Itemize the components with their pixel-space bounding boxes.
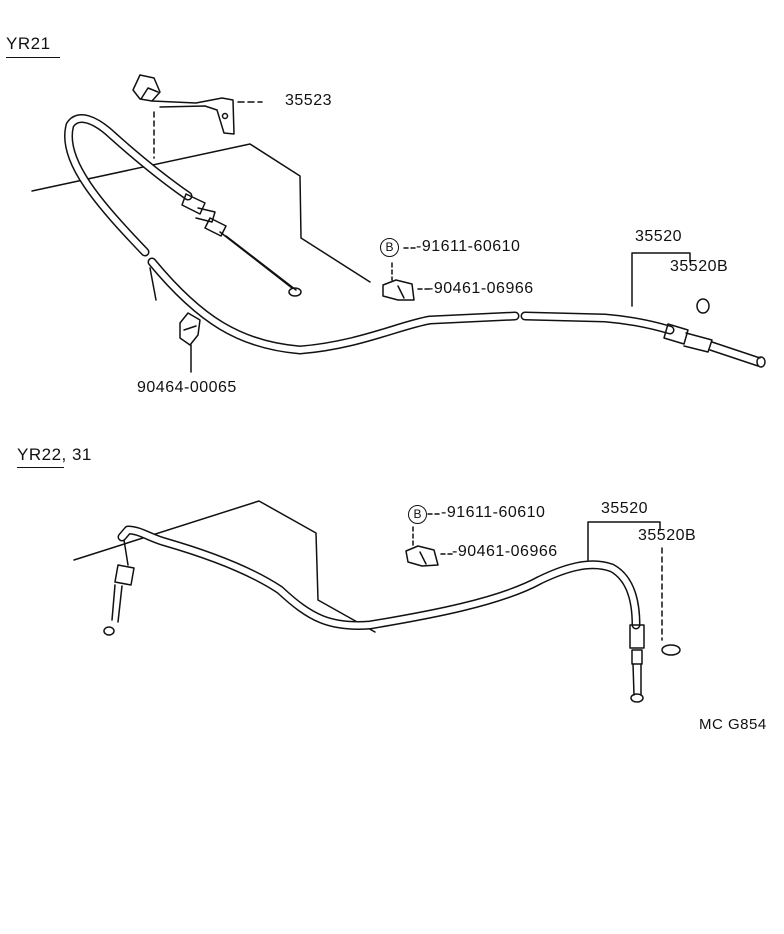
part-label-35520-yr22: 35520 <box>601 500 648 517</box>
clamp-90464-00065 <box>179 312 201 373</box>
part-label-91611-60610-yr22: -91611-60610 <box>441 504 546 521</box>
part-label-35520b-yr21: 35520B <box>670 258 729 275</box>
bolt-marker-b-2: B <box>408 505 427 524</box>
leader-35520-yr22 <box>587 521 661 561</box>
clip-90461-06966-yr22 <box>405 526 439 567</box>
section-title-yr21: YR21 <box>6 34 51 53</box>
ring-35520b-yr21 <box>696 298 710 314</box>
part-label-90464-00065: 90464-00065 <box>137 379 237 396</box>
cable-35520-yr21 <box>64 114 766 368</box>
part-label-35520b-yr22: 35520B <box>638 527 697 544</box>
section-title-yr22: YR22 <box>17 445 62 464</box>
part-label-91611-60610-yr21: -91611-60610 <box>416 238 521 255</box>
part-label-90461-06966-yr22: -90461-06966 <box>452 543 558 560</box>
section-title-underline-1 <box>6 57 60 58</box>
section-title-31: , 31 <box>61 445 92 464</box>
part-label-35520-yr21: 35520 <box>635 228 682 245</box>
cable-35520-yr22 <box>103 525 645 703</box>
reference-line-2 <box>73 500 376 633</box>
leader-35520-yr21 <box>631 252 691 307</box>
section-title-underline-2 <box>17 467 64 468</box>
figure-code: MC G854 <box>699 716 767 733</box>
clip-90461-06966-yr21 <box>382 262 415 301</box>
ring-35520b-yr22 <box>661 644 681 656</box>
bracket-35523 <box>132 74 235 159</box>
section-title-yr22-31: YR22, 31 <box>17 445 92 465</box>
bolt-marker-b-1: B <box>380 238 399 257</box>
part-label-35523: 35523 <box>285 92 332 109</box>
reference-line-1 <box>31 143 371 283</box>
part-label-90461-06966-yr21: -90461-06966 <box>428 280 534 297</box>
